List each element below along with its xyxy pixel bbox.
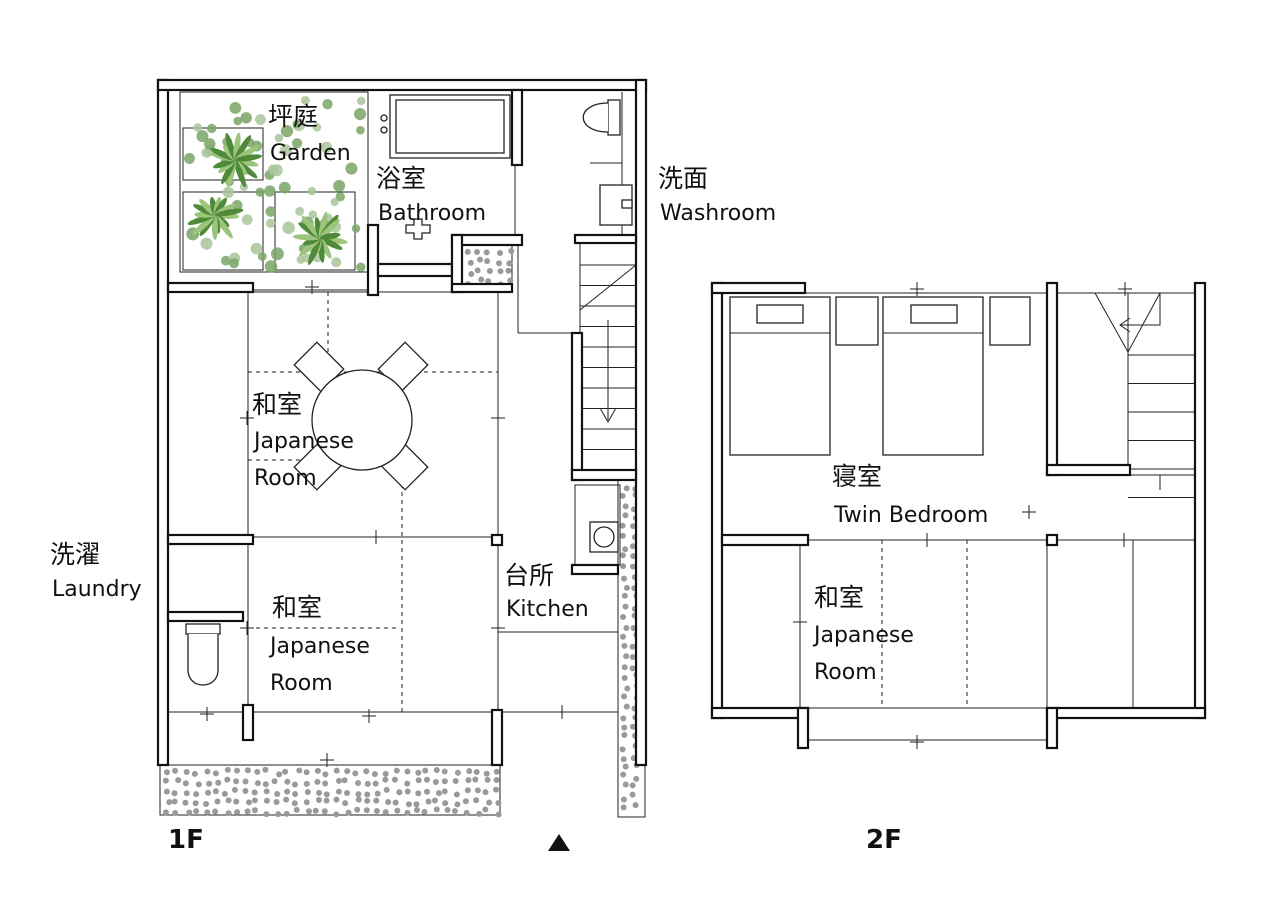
svg-text:Garden: Garden	[270, 141, 351, 166]
toilet-icon	[185, 623, 221, 686]
plant-icons	[187, 132, 348, 265]
room-label-japanese-room-1: 和室 Japanese Room	[252, 390, 354, 491]
nightstands	[835, 296, 1031, 346]
svg-text:寝室: 寝室	[832, 462, 882, 491]
svg-text:洗面: 洗面	[658, 164, 708, 193]
room-label-japanese-room-2f: 和室 Japanese Room	[812, 583, 914, 685]
svg-text:和室: 和室	[272, 593, 322, 622]
svg-text:Room: Room	[270, 671, 333, 696]
walls-2f	[710, 281, 1207, 750]
svg-text:Laundry: Laundry	[52, 577, 142, 602]
toilet-icon	[582, 99, 621, 136]
svg-text:浴室: 浴室	[376, 164, 426, 193]
svg-text:Washroom: Washroom	[660, 201, 776, 226]
svg-text:和室: 和室	[814, 583, 864, 612]
room-label-washroom: 洗面 Washroom	[658, 164, 776, 226]
sink-icon	[590, 92, 633, 240]
staircase-1f	[579, 242, 637, 471]
svg-text:Japanese: Japanese	[252, 429, 354, 454]
grid-markers	[200, 280, 569, 767]
dining-table	[293, 341, 429, 491]
svg-text:Room: Room	[814, 660, 877, 685]
grid-markers-2f	[793, 282, 1132, 749]
walls-1f	[156, 78, 648, 767]
room-label-japanese-room-2: 和室 Japanese Room	[268, 593, 370, 696]
arrow-down-icon	[599, 320, 617, 424]
room-label-garden: 坪庭 Garden	[268, 102, 351, 166]
svg-text:和室: 和室	[252, 390, 302, 419]
room-label-bathroom: 浴室 Bathroom	[376, 164, 486, 226]
room-label-kitchen: 台所 Kitchen	[504, 561, 589, 622]
garden-area	[179, 91, 369, 273]
second-floor-plan: 寝室 Twin Bedroom 和室 Japanese Room 2F	[710, 281, 1207, 855]
floor-label-1f: 1F	[168, 825, 204, 855]
first-floor-plan: 坪庭 Garden 浴室 Bathroom 洗面 Washroom 和室 Jap…	[50, 78, 776, 855]
room-label-laundry: 洗濯 Laundry	[50, 540, 142, 602]
svg-text:Japanese: Japanese	[812, 623, 914, 648]
svg-text:Japanese: Japanese	[268, 634, 370, 659]
svg-text:洗濯: 洗濯	[50, 540, 100, 569]
bathtub	[380, 94, 511, 240]
twin-beds	[729, 296, 984, 456]
svg-text:Room: Room	[254, 466, 317, 491]
svg-text:Kitchen: Kitchen	[506, 597, 589, 622]
triangle-up-icon	[548, 834, 570, 851]
svg-text:Bathroom: Bathroom	[378, 201, 486, 226]
gravel-dots-bottom	[162, 766, 502, 818]
svg-text:Twin Bedroom: Twin Bedroom	[833, 503, 988, 528]
kitchen-counter	[574, 484, 621, 566]
arrow-left-icon	[1094, 292, 1161, 465]
svg-text:台所: 台所	[504, 561, 554, 590]
room-label-twin-bedroom: 寝室 Twin Bedroom	[832, 462, 988, 528]
drain-icon	[405, 218, 431, 240]
floor-label-2f: 2F	[866, 825, 902, 855]
gravel-dots-box	[464, 248, 515, 288]
svg-text:坪庭: 坪庭	[268, 102, 318, 131]
